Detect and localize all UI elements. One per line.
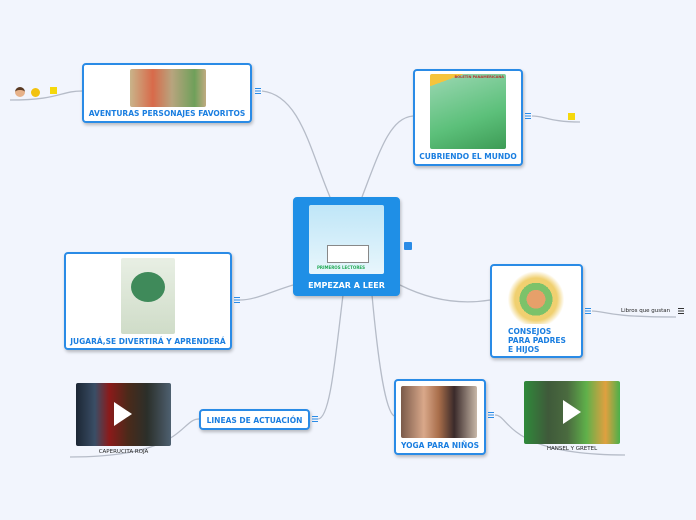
node-lineas[interactable]: LINEAS DE ACTUACIÓN [199, 409, 310, 430]
caperucita-video[interactable] [76, 383, 171, 446]
connector-libros [591, 310, 677, 318]
note-icon [50, 87, 57, 94]
menu-icon[interactable] [525, 113, 531, 119]
hansel-video[interactable] [524, 381, 620, 444]
image-caption: PRIMEROS LECTORES [317, 265, 366, 270]
boy-face-icon [15, 87, 25, 97]
node-jugara[interactable]: JUGARÁ,SE DIVERTIRÁ Y APRENDERÁ [64, 252, 232, 350]
consejos-label-3: E HIJOS [508, 345, 540, 354]
connector-lineas [317, 294, 344, 420]
chick-icon [31, 88, 40, 97]
node-cubriendo[interactable]: BOLETÍN PANAMERICANA CUBRIENDO EL MUNDO [413, 69, 523, 166]
jugara-image [121, 258, 175, 334]
connector-consejos [399, 284, 491, 303]
connector-cubriendo [361, 115, 414, 198]
connector-hansel [494, 414, 626, 456]
menu-icon[interactable] [488, 412, 494, 418]
central-label: EMPEZAR A LEER [308, 281, 385, 290]
connector-jugara [239, 284, 294, 301]
menu-icon[interactable] [234, 297, 240, 303]
yoga-image [401, 386, 477, 438]
cubriendo-label: CUBRIENDO EL MUNDO [419, 152, 517, 161]
connector-cubriendo-icon [531, 115, 581, 123]
menu-icon[interactable] [585, 308, 591, 314]
node-yoga[interactable]: YOGA PARA NIÑOS [394, 379, 486, 455]
book-illustration [327, 245, 369, 263]
connector-yoga [371, 294, 395, 417]
image-title: BOLETÍN PANAMERICANA [454, 75, 504, 79]
connector-aventuras [261, 90, 331, 198]
play-icon[interactable] [114, 402, 132, 426]
node-consejos[interactable]: CONSEJOS PARA PADRES E HIJOS [490, 264, 583, 358]
connector-aventuras-icons [9, 90, 83, 101]
cubriendo-image: BOLETÍN PANAMERICANA [430, 74, 506, 149]
caperucita-label[interactable]: CAPERUCITA ROJA [98, 449, 149, 455]
central-node[interactable]: PRIMEROS LECTORES EMPEZAR A LEER [293, 197, 400, 296]
central-image: PRIMEROS LECTORES [309, 205, 384, 274]
node-aventuras[interactable]: AVENTURAS PERSONAJES FAVORITOS [82, 63, 252, 123]
consejos-image [500, 269, 572, 324]
yoga-label: YOGA PARA NIÑOS [400, 441, 480, 450]
aventuras-label: AVENTURAS PERSONAJES FAVORITOS [88, 109, 246, 118]
play-icon[interactable] [563, 400, 581, 424]
consejos-label-2: PARA PADRES [508, 336, 566, 345]
aventuras-image [130, 69, 206, 107]
jugara-label: JUGARÁ,SE DIVERTIRÁ Y APRENDERÁ [70, 337, 226, 346]
lineas-label: LINEAS DE ACTUACIÓN [206, 416, 303, 425]
consejos-label-1: CONSEJOS [508, 327, 552, 336]
menu-icon[interactable] [404, 242, 412, 250]
menu-icon[interactable] [678, 308, 684, 314]
menu-icon[interactable] [255, 88, 261, 94]
libros-que-gustan[interactable]: Libros que gustan [621, 308, 671, 314]
hansel-label[interactable]: HANSEL Y GRETEL [546, 446, 598, 452]
note-icon [568, 113, 575, 120]
tree-illustration [131, 272, 165, 302]
menu-icon[interactable] [312, 416, 318, 422]
